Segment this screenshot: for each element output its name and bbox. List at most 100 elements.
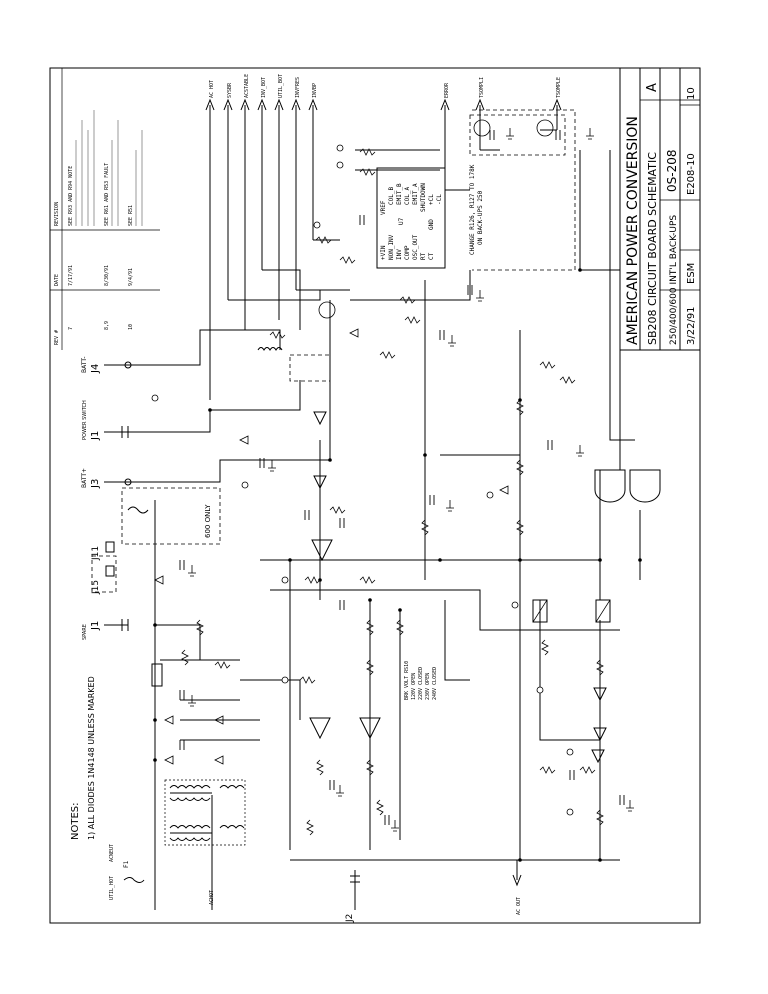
ic-pin-emita: EMIT_A <box>412 183 419 205</box>
ic-pin-ct: CT <box>428 252 435 260</box>
pwm-ic-u7: +VIN VREF NON_INV COL_B INV EMIT_B COMP … <box>376 167 446 269</box>
date-col-header: DATE <box>54 274 60 286</box>
junction-dots <box>153 268 642 862</box>
comparator-row-4: 240V CLOSED <box>432 667 438 700</box>
ac-out-label: AC OUT <box>516 897 522 915</box>
rev-date-1: 7/17/91 <box>68 265 74 286</box>
ic-pin-vref: VREF <box>380 200 387 215</box>
dashed-relay-box <box>289 354 331 382</box>
main-wiring <box>128 129 641 910</box>
connector-label-batt-pos: BATT+ <box>81 468 88 488</box>
ic-pin-gnd: GND <box>428 219 435 230</box>
ground-symbols <box>188 128 634 832</box>
connector-j4: J4 <box>90 364 101 374</box>
dashed-600-only-box <box>121 487 221 545</box>
signal-label-invbot: INV_BOT <box>261 77 267 98</box>
model-text: 250/400/600 INT'L BACK-UPS <box>669 215 679 345</box>
dashed-option-box-top <box>472 109 576 271</box>
signal-label-error: ERROR <box>444 82 450 98</box>
rev-date-3: 9/4/91 <box>128 268 134 286</box>
connector-j11: J11 <box>91 546 101 561</box>
diodes <box>154 328 509 765</box>
comparator-table: BRK VOLT RS10 120V OPEN 220V CLOSED 230V… <box>404 661 438 700</box>
rev-letter: A <box>645 83 660 92</box>
ic-pin-cola: COL_A <box>404 187 411 205</box>
ic-pin-comp: COMP <box>404 245 411 260</box>
transistors <box>318 119 554 319</box>
rev-row-1: 7 <box>68 327 74 330</box>
company-name: AMERICAN POWER CONVERSION <box>625 116 641 345</box>
label-util-hot: UTIL_HOT <box>109 876 115 900</box>
dashed-transistor-box <box>469 114 566 156</box>
dashed-j15-box <box>91 555 117 593</box>
ic-pin-oscout: OSC_OUT <box>412 234 419 260</box>
comparator-row-0: BRK VOLT RS10 <box>404 661 410 700</box>
ic-pin-ncl: -CL <box>436 194 443 205</box>
ic-pin-emitb: EMIT_B <box>396 183 403 205</box>
signal-label-invfres: INVFRES <box>295 77 301 98</box>
connector-j1-top: J1 <box>90 431 101 441</box>
rev-row-3: 10 <box>128 324 134 330</box>
ic-pin-pcl: +CL <box>428 194 435 205</box>
ic-pin-rt: RT <box>420 252 427 260</box>
rev-date-2: 8/30/91 <box>104 265 110 286</box>
drawing-border <box>49 67 701 924</box>
doc-number: 0S-208 <box>665 150 679 193</box>
relays <box>151 599 611 687</box>
ic-pin-vin: +VIN <box>380 245 387 260</box>
comparator-row-3: 230V OPEN <box>425 673 431 700</box>
fuse-symbol <box>123 877 145 883</box>
desc-col-header: REVISION <box>54 202 60 226</box>
connector-j15: J15 <box>91 580 101 595</box>
connector-label-spare: SPARE <box>82 624 88 640</box>
ic-pin-noninv: NON_INV <box>388 234 395 260</box>
connector-j2: J2 <box>345 914 355 923</box>
signal-bus: AC HOT SYSBR ACSTABLE INV_BOT UTIL_BOT I… <box>205 74 562 400</box>
connector-j3: J3 <box>90 479 101 489</box>
ic-pin-shutdown: SHUTDOWN <box>420 183 427 212</box>
resistors <box>181 148 604 836</box>
signal-label-tsomple: TSOMPLE <box>556 77 562 98</box>
signal-label-achot: AC HOT <box>209 80 215 98</box>
change-note-2: ON BACK-UPS 250 <box>477 190 484 245</box>
rev-col-header: REV # <box>54 330 60 345</box>
connector-label-power-switch: POWER SWITCH <box>82 400 88 440</box>
signal-label-tsompli: TSOMPLI <box>479 77 485 98</box>
drawing-date: 3/22/91 <box>686 306 697 345</box>
connector-label-batt-neg: BATT- <box>81 356 88 373</box>
transformers <box>164 779 246 846</box>
test-points <box>151 144 574 816</box>
drawing-title: SB208 CIRCUIT BOARD SCHEMATIC <box>646 152 659 345</box>
box-600-label: 600 ONLY <box>204 504 212 538</box>
logic-gates <box>594 469 661 503</box>
ic-pin-inv: INV <box>396 249 403 260</box>
signal-label-sysbr: SYSBR <box>227 82 233 98</box>
fuse-600-symbol <box>127 506 149 514</box>
coil-inductor <box>257 347 283 351</box>
revision-table: REV # DATE REVISION 7 7/17/91 SEE R93 AN… <box>50 68 160 350</box>
comparator-row-1: 120V OPEN <box>411 673 417 700</box>
signal-label-acstable: ACSTABLE <box>244 74 250 98</box>
notes-heading: NOTES: <box>70 803 81 841</box>
connectors: J4 BATT- J1 POWER SWITCH J3 BATT+ J11 J1… <box>81 356 360 923</box>
drawn-by: ESM <box>686 263 697 284</box>
capacitors <box>179 130 625 825</box>
change-note-1: CHANGE R126, R127 TO 178K <box>469 164 476 255</box>
label-acneut: ACNEUT <box>109 844 115 862</box>
rev-row-2: 8,9 <box>104 321 110 330</box>
rev-desc-2: SEE R61 AND R53 FAULT <box>104 163 110 226</box>
title-block: AMERICAN POWER CONVERSION SB208 CIRCUIT … <box>619 68 700 351</box>
ic-pin-colb: COL_B <box>388 187 395 205</box>
notes-line-1: 1) ALL DIODES 1N4148 UNLESS MARKED <box>87 676 96 840</box>
drawing-number: E208-10 <box>686 153 697 195</box>
signal-label-utilbot: UTIL_BOT <box>278 74 284 98</box>
fuse-label: F1 <box>123 860 130 868</box>
comparator-row-2: 220V CLOSED <box>418 667 424 700</box>
opamps <box>309 411 607 764</box>
sheet-number: 10 <box>686 87 697 100</box>
rev-desc-1: SEE R93 AND R94 NOTE <box>68 166 74 226</box>
connector-j1-bottom: J1 <box>90 621 101 631</box>
signal-label-invbp: INVBP <box>312 83 318 98</box>
ic-ref: U7 <box>398 217 405 225</box>
